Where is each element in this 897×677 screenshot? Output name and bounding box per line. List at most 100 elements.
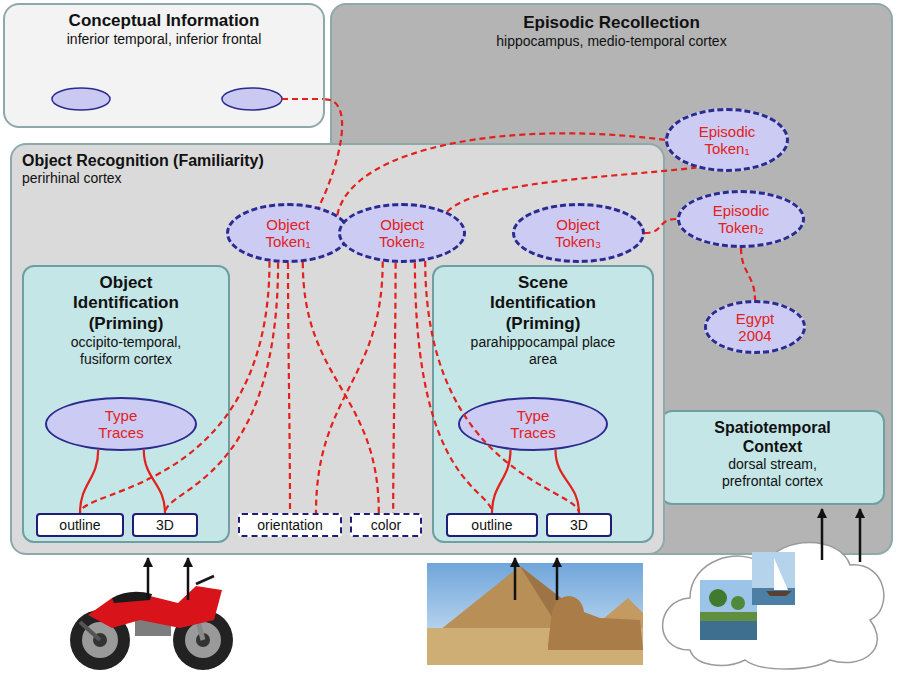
feature-box: outline [446, 513, 538, 537]
input-arrow [556, 558, 559, 600]
trace-link [80, 450, 98, 513]
sailboat-photo [752, 552, 795, 605]
dashed-link [425, 261, 579, 513]
river-bank [700, 612, 757, 621]
dashed-link [337, 133, 665, 215]
wheel [173, 610, 233, 670]
brain-region-text: occipito-temporal, fusiform cortex [51, 334, 201, 368]
sand [427, 628, 643, 665]
dashed-link [741, 248, 755, 300]
water [752, 588, 795, 605]
palm-tree [731, 596, 745, 610]
feature-box: color [350, 513, 422, 537]
token-ellipse: Object Token₁ [226, 203, 349, 263]
feature-label: 3D [156, 517, 174, 534]
engine [135, 612, 171, 636]
cloud-outline [663, 543, 884, 670]
input-arrow [859, 509, 862, 562]
token-ellipse: Episodic Token₁ [665, 108, 788, 172]
wheel [70, 610, 130, 670]
brain-region-text: dorsal stream, prefrontal cortex [698, 456, 848, 490]
heading-text: (Priming) [24, 314, 228, 334]
heading-text: Conceptual Information [5, 11, 323, 31]
feature-label: color [371, 517, 401, 534]
dashed-link [393, 263, 395, 513]
concept-ellipse [222, 88, 282, 110]
concept-ellipse [52, 88, 110, 110]
dashed-link [165, 263, 278, 513]
pyramids-photo [427, 563, 643, 665]
token-ellipse: Egypt 2004 [704, 300, 805, 354]
feature-box: 3D [546, 513, 612, 537]
feature-label: outline [471, 517, 512, 534]
sphinx [548, 596, 643, 650]
type-trace-ellipse: Type Traces [458, 397, 608, 451]
palm-photo [700, 580, 757, 640]
heading-text: Spatiotemporal Context [688, 418, 858, 456]
token-label: Object Token₁ [246, 216, 329, 251]
feature-box: outline [36, 513, 124, 537]
sky [427, 563, 643, 665]
dashed-link [319, 99, 342, 207]
token-label: Egypt 2004 [721, 310, 788, 345]
dashed-link [80, 262, 270, 513]
dashed-link [288, 263, 290, 513]
function-box: Spatiotemporal Contextdorsal stream, pre… [660, 410, 885, 505]
dashed-link [303, 262, 379, 513]
pyramid-shadow [520, 566, 602, 630]
trace-link [492, 450, 511, 513]
dashed-link [415, 262, 492, 513]
brain-region-text: hippocampus, medio-temporal cortex [332, 33, 891, 50]
feature-box: orientation [238, 513, 342, 537]
type-trace-ellipse: Type Traces [45, 397, 197, 451]
token-label: Type Traces [499, 407, 567, 442]
wheel-rim [82, 622, 118, 658]
fork [192, 598, 203, 640]
token-label: Episodic Token₂ [697, 202, 784, 237]
heading-text: Scene Identification [468, 273, 618, 314]
wheel-hub [196, 633, 210, 647]
input-arrow [514, 558, 517, 600]
input-arrow [821, 509, 824, 560]
bike-seat [112, 592, 152, 603]
token-ellipse: Object Token₃ [512, 203, 645, 263]
region-panel: Conceptual Informationinferior temporal,… [3, 3, 325, 128]
trace-link [144, 450, 165, 513]
feature-label: orientation [257, 517, 322, 534]
feature-box: 3D [132, 513, 198, 537]
function-box: Scene Identification(Priming)parahippoca… [432, 265, 654, 543]
token-label: Object Token₂ [358, 216, 445, 251]
river [700, 620, 757, 640]
palm-tree [709, 589, 727, 607]
dashed-link [645, 219, 677, 233]
token-label: Episodic Token₁ [685, 123, 768, 158]
boat [766, 591, 792, 596]
pyramid [590, 598, 643, 630]
dashed-link [447, 168, 696, 212]
wheel-hub [93, 633, 107, 647]
motorcycle-picture [70, 576, 233, 670]
heading-text: Episodic Recollection [332, 13, 891, 33]
heading-text: (Priming) [434, 314, 652, 334]
brain-region-text: perirhinal cortex [22, 170, 663, 187]
feature-label: outline [59, 517, 100, 534]
heading-text: Object Identification [51, 273, 201, 314]
concept-link [282, 98, 323, 100]
dashed-link [316, 262, 383, 513]
token-ellipse: Object Token₂ [338, 203, 467, 263]
pyramid [440, 566, 602, 630]
brain-region-text: parahippocampal place area [468, 334, 618, 368]
memory-cloud [663, 543, 884, 670]
swingarm [80, 622, 100, 640]
function-box: Object Identification(Priming)occipito-t… [22, 265, 230, 543]
region-panel: Object Recognition (Familiarity)perirhin… [10, 143, 665, 555]
bike-body [88, 586, 222, 628]
token-label: Object Token₃ [533, 216, 623, 251]
handlebar [196, 576, 214, 584]
sail [774, 558, 788, 590]
input-arrow [147, 558, 150, 600]
token-label: Type Traces [87, 407, 155, 442]
brain-region-text: inferior temporal, inferior frontal [5, 31, 323, 48]
token-ellipse: Episodic Token₂ [677, 190, 806, 248]
